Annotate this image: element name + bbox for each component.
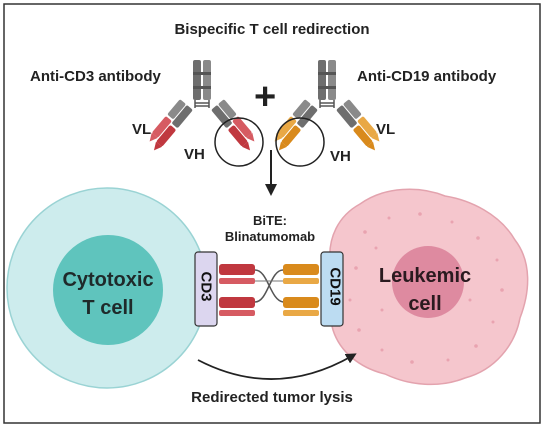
left-fv-highlight-circle: [214, 117, 264, 167]
anti-cd19-label: Anti-CD19 antibody: [357, 68, 497, 85]
caption-label: Redirected tumor lysis: [191, 389, 353, 406]
anti-cd3-label: Anti-CD3 antibody: [30, 68, 161, 85]
diagram-title: Bispecific T cell redirection: [174, 21, 370, 38]
plus-sign: +: [254, 76, 277, 118]
tcell-nucleus: [53, 235, 163, 345]
leukemic-nucleus: [392, 246, 464, 318]
cd3-label: CD3: [197, 271, 215, 302]
leukemic-label-line1: Leukemic: [378, 265, 472, 287]
right-vl-label: VL: [376, 121, 396, 138]
tcell-label-line1: Cytotoxic: [62, 269, 154, 291]
tcell-label: Cytotoxic T cell: [48, 266, 168, 322]
left-vh-label: VH: [184, 146, 205, 163]
leukemic-label: Leukemic cell: [375, 262, 475, 318]
tcell-label-line2: T cell: [82, 297, 134, 319]
cd19-receptor: [320, 251, 344, 327]
anti-cd19-antibody: [274, 60, 380, 167]
bite-molecule: [219, 264, 319, 316]
bite-label-line2: Blinatumomab: [224, 229, 316, 244]
leukemic-label-line2: cell: [408, 293, 442, 315]
right-vh-label: VH: [330, 148, 351, 165]
cd3-receptor: [194, 251, 218, 327]
anti-cd3-antibody: [149, 60, 264, 167]
right-fv-highlight-circle: [275, 117, 325, 167]
leukemic-cell-granules: [348, 212, 504, 364]
bite-label-line1: BiTE:: [253, 213, 287, 228]
lysis-arrow: [197, 353, 357, 380]
cd19-label: CD19: [326, 267, 344, 306]
bite-label: BiTE: Blinatumomab: [210, 213, 330, 245]
left-vl-label: VL: [132, 121, 152, 138]
